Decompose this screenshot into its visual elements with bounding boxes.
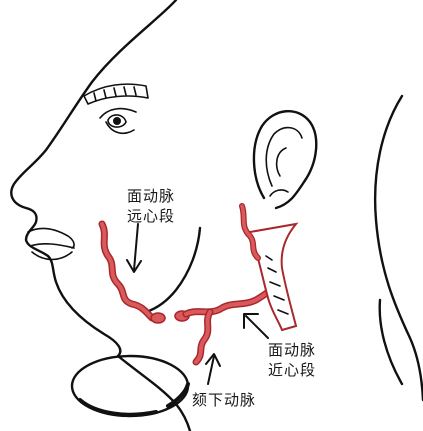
- mouth-line: [30, 244, 74, 248]
- arrow-proximal: [244, 314, 268, 338]
- label-facial-artery-distal-line2: 远心段: [127, 206, 175, 226]
- facial-artery-distal: [102, 224, 152, 318]
- eyebrow: [84, 84, 148, 104]
- ear: [254, 111, 316, 208]
- submental-artery: [196, 312, 210, 362]
- arrow-distal: [127, 224, 141, 272]
- label-facial-artery-proximal-line1: 面动脉: [268, 340, 316, 360]
- eye: [100, 109, 136, 134]
- jaw-line: [146, 228, 200, 312]
- carotid-trunk: [242, 206, 296, 330]
- neck-line: [118, 356, 190, 431]
- facial-artery-proximal: [186, 282, 276, 314]
- label-facial-artery-distal-line1: 面动脉: [127, 186, 175, 206]
- arrow-submental: [206, 354, 220, 384]
- head-back-silhouette: [375, 96, 423, 400]
- lower-lip: [32, 252, 72, 260]
- label-submental-artery: 颏下动脉: [192, 390, 256, 410]
- face-profile: [11, 0, 176, 356]
- label-facial-artery-proximal-line2: 近心段: [268, 360, 316, 380]
